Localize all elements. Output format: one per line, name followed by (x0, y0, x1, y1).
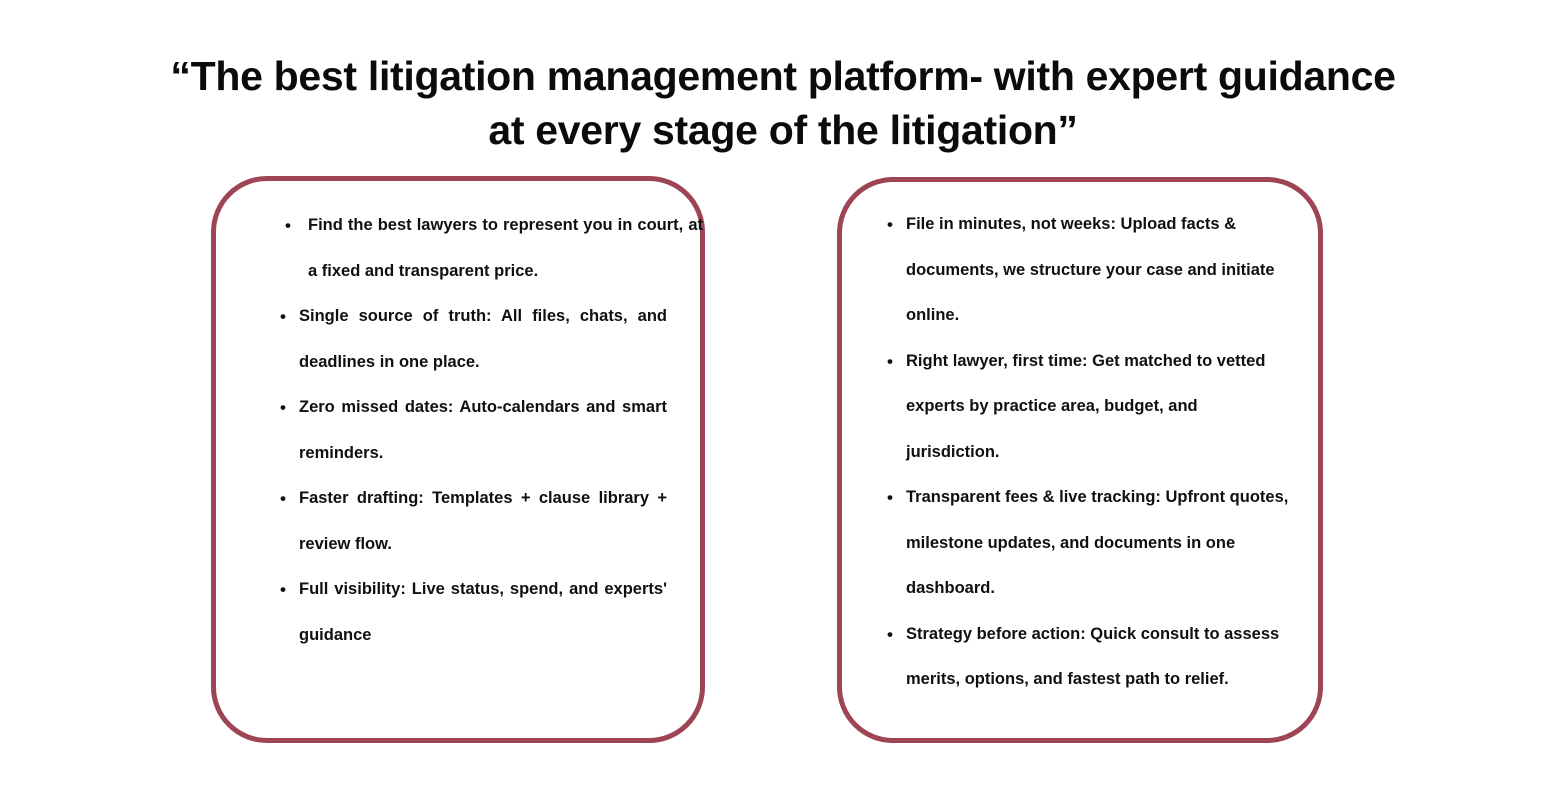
list-item: Faster drafting: Templates + clause libr… (269, 476, 667, 567)
page-headline: “The best litigation management platform… (170, 53, 1396, 154)
benefits-list-left: Find the best lawyers to represent you i… (269, 203, 703, 658)
list-item: Single source of truth: All files, chats… (269, 294, 667, 385)
list-item: Full visibility: Live status, spend, and… (269, 567, 667, 658)
list-item: Transparent fees & live tracking: Upfron… (874, 475, 1292, 612)
list-item: Zero missed dates: Auto-calendars and sm… (269, 385, 667, 476)
list-item: File in minutes, not weeks: Upload facts… (874, 202, 1292, 339)
benefits-list-right: File in minutes, not weeks: Upload facts… (874, 202, 1292, 703)
list-item: Strategy before action: Quick consult to… (874, 612, 1292, 703)
list-item: Right lawyer, first time: Get matched to… (874, 339, 1292, 476)
benefits-card-right: File in minutes, not weeks: Upload facts… (837, 177, 1323, 743)
benefits-card-left: Find the best lawyers to represent you i… (211, 176, 705, 743)
list-item: Find the best lawyers to represent you i… (272, 203, 703, 294)
